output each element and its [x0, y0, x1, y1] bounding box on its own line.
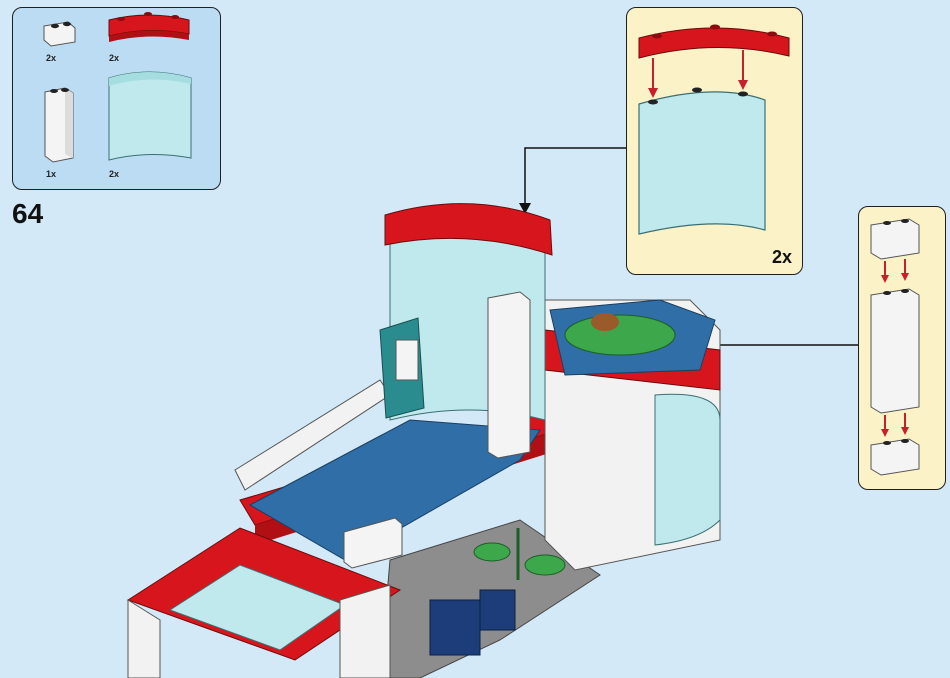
- part-qty-label: 2x: [109, 169, 120, 179]
- trans-clear-curved-panel-part: [108, 71, 192, 161]
- callout-white-pillar: [858, 206, 946, 490]
- white-brick-1x2-part: [43, 21, 76, 47]
- red-curved-brick-part: [108, 12, 190, 42]
- callout-curved-glass: 2x: [626, 7, 803, 275]
- part-qty-label: 2x: [109, 53, 120, 63]
- step-number: 64: [12, 198, 44, 229]
- white-pillar-subassembly-illustration: [870, 218, 920, 476]
- callout-multiplier: 2x: [771, 247, 792, 267]
- curved-glass-subassembly-illustration: [638, 24, 790, 235]
- parts-list-panel: 2x 2x 1x 2x: [12, 7, 221, 190]
- white-brick-1x2x3-part: [44, 87, 74, 163]
- part-qty-label: 1x: [46, 169, 57, 179]
- callout-connector-line: [524, 147, 626, 205]
- part-qty-label: 2x: [46, 53, 57, 63]
- parts-list-illustration: [43, 12, 192, 163]
